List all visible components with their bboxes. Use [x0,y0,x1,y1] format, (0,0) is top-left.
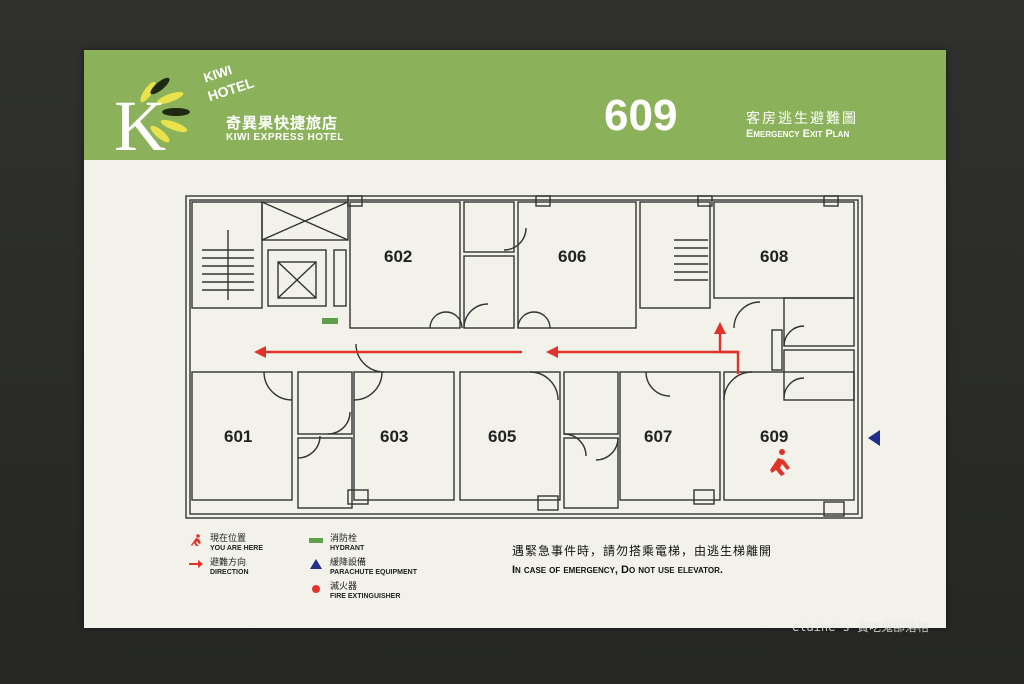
legend-label-zh: 現在位置 [210,534,247,544]
legend-hydrant: 消防栓 Hydrant [308,534,364,553]
plan-title-en: Emergency Exit Plan [746,128,850,140]
room-label: 609 [760,427,788,446]
stairwell-right [639,201,711,309]
hotel-name-zh: 奇異果快捷旅店 [226,114,339,132]
room-label: 602 [384,247,412,266]
floor-outline [185,195,863,519]
plan-title-zh: 客房逃生避難圖 [746,111,858,127]
emergency-notice-en: In case of emergency, Do not use elevato… [512,564,723,576]
room-label: 606 [558,247,586,266]
room-602-outline [349,201,461,329]
room-606-outline [517,201,637,329]
parachute-equipment-marker [868,430,880,446]
legend-label-en: Parachute equipment [330,569,417,576]
floor-plan: 602 606 608 601 603 605 607 609 [185,195,880,519]
legend-label-zh: 滅火器 [330,582,358,592]
sign-header: K KIWI HOTEL 奇異果快捷旅店 KIWI EXPRESS HOTEL … [84,50,946,160]
room-607-outline [619,371,721,501]
hydrant-marker [322,318,338,324]
room-609-outline [723,371,855,501]
emergency-plan-sign: K KIWI HOTEL 奇異果快捷旅店 KIWI EXPRESS HOTEL … [84,50,946,628]
legend: 現在位置 You are here 避難方向 Direction 消防栓 Hyd… [184,530,484,620]
arrow-right-icon [189,560,203,568]
room-label: 601 [224,427,252,446]
you-are-here-icon [770,449,790,476]
legend-label-en: Fire extinguisher [330,593,401,600]
room-603-outline [353,371,455,501]
elevator-shaft [267,249,327,307]
room-label: 608 [760,247,788,266]
svg-text:K: K [114,86,166,154]
triangle-icon [310,559,322,569]
room-label: 603 [380,427,408,446]
dot-icon [312,585,320,593]
stairwell-left [191,201,263,309]
legend-label-zh: 消防栓 [330,534,358,544]
legend-extinguisher: 滅火器 Fire extinguisher [308,582,400,601]
legend-label-en: You are here [210,545,264,552]
room-601-outline [191,371,293,501]
legend-label-zh: 緩降設備 [330,558,367,568]
kiwi-logo-icon: K [114,77,190,154]
current-room-number: 609 [604,91,678,140]
legend-you-are-here: 現在位置 You are here [188,534,263,553]
legend-direction: 避難方向 Direction [188,558,249,577]
room-label: 607 [644,427,672,446]
room-label: 605 [488,427,516,446]
watermark: elaine's 貪吃鬼部落格 [792,620,930,634]
hotel-name-en: KIWI EXPRESS HOTEL [226,132,344,143]
room-605-outline [459,371,561,501]
hydrant-icon [309,538,323,543]
emergency-notice-zh: 遇緊急事件時，請勿搭乘電梯，由逃生梯離開 [512,544,773,558]
legend-label-en: Direction [210,569,249,576]
legend-parachute: 緩降設備 Parachute equipment [308,558,417,577]
legend-label-en: Hydrant [330,545,365,552]
legend-label-zh: 避難方向 [210,558,247,568]
escape-route-arrows [254,322,740,374]
runner-icon [191,534,201,546]
